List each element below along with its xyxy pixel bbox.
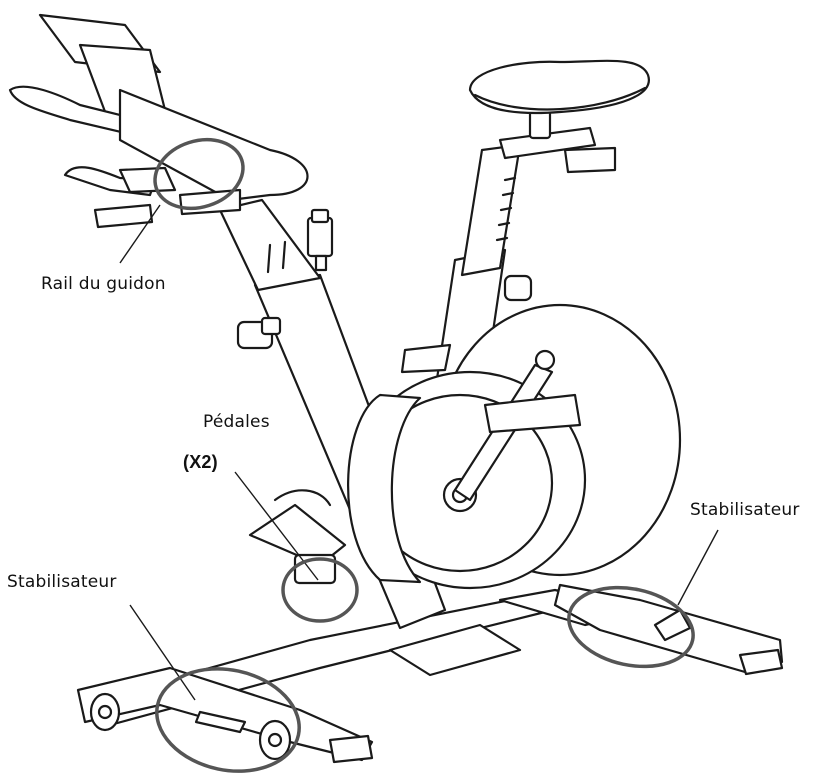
saddle [468, 59, 650, 174]
tension-knob [236, 316, 282, 350]
stabilizer-right-leader [677, 529, 719, 606]
rear-stabilizer [553, 583, 784, 676]
handlebar-rail-leader [119, 204, 161, 264]
right-pedal [453, 349, 582, 502]
left-pedal [248, 489, 347, 585]
stabilizer-left-label: Stabilisateur [7, 572, 117, 592]
handlebar [8, 13, 309, 229]
stabilizer-left-highlight [155, 667, 301, 773]
pedal-highlight [281, 557, 359, 623]
stabilizer-right-label: Stabilisateur [690, 500, 800, 520]
stabilizer-left-leader [129, 604, 196, 701]
pedals-label: Pédales [203, 412, 270, 432]
handlebar-rail-highlight [153, 137, 245, 211]
stabilizer-right-highlight [567, 585, 695, 669]
highlight-rings [153, 137, 695, 773]
flywheel [347, 303, 682, 590]
pedals-quantity-label: (X2) [183, 452, 218, 472]
handlebar-rail-label: Rail du guidon [41, 274, 166, 294]
